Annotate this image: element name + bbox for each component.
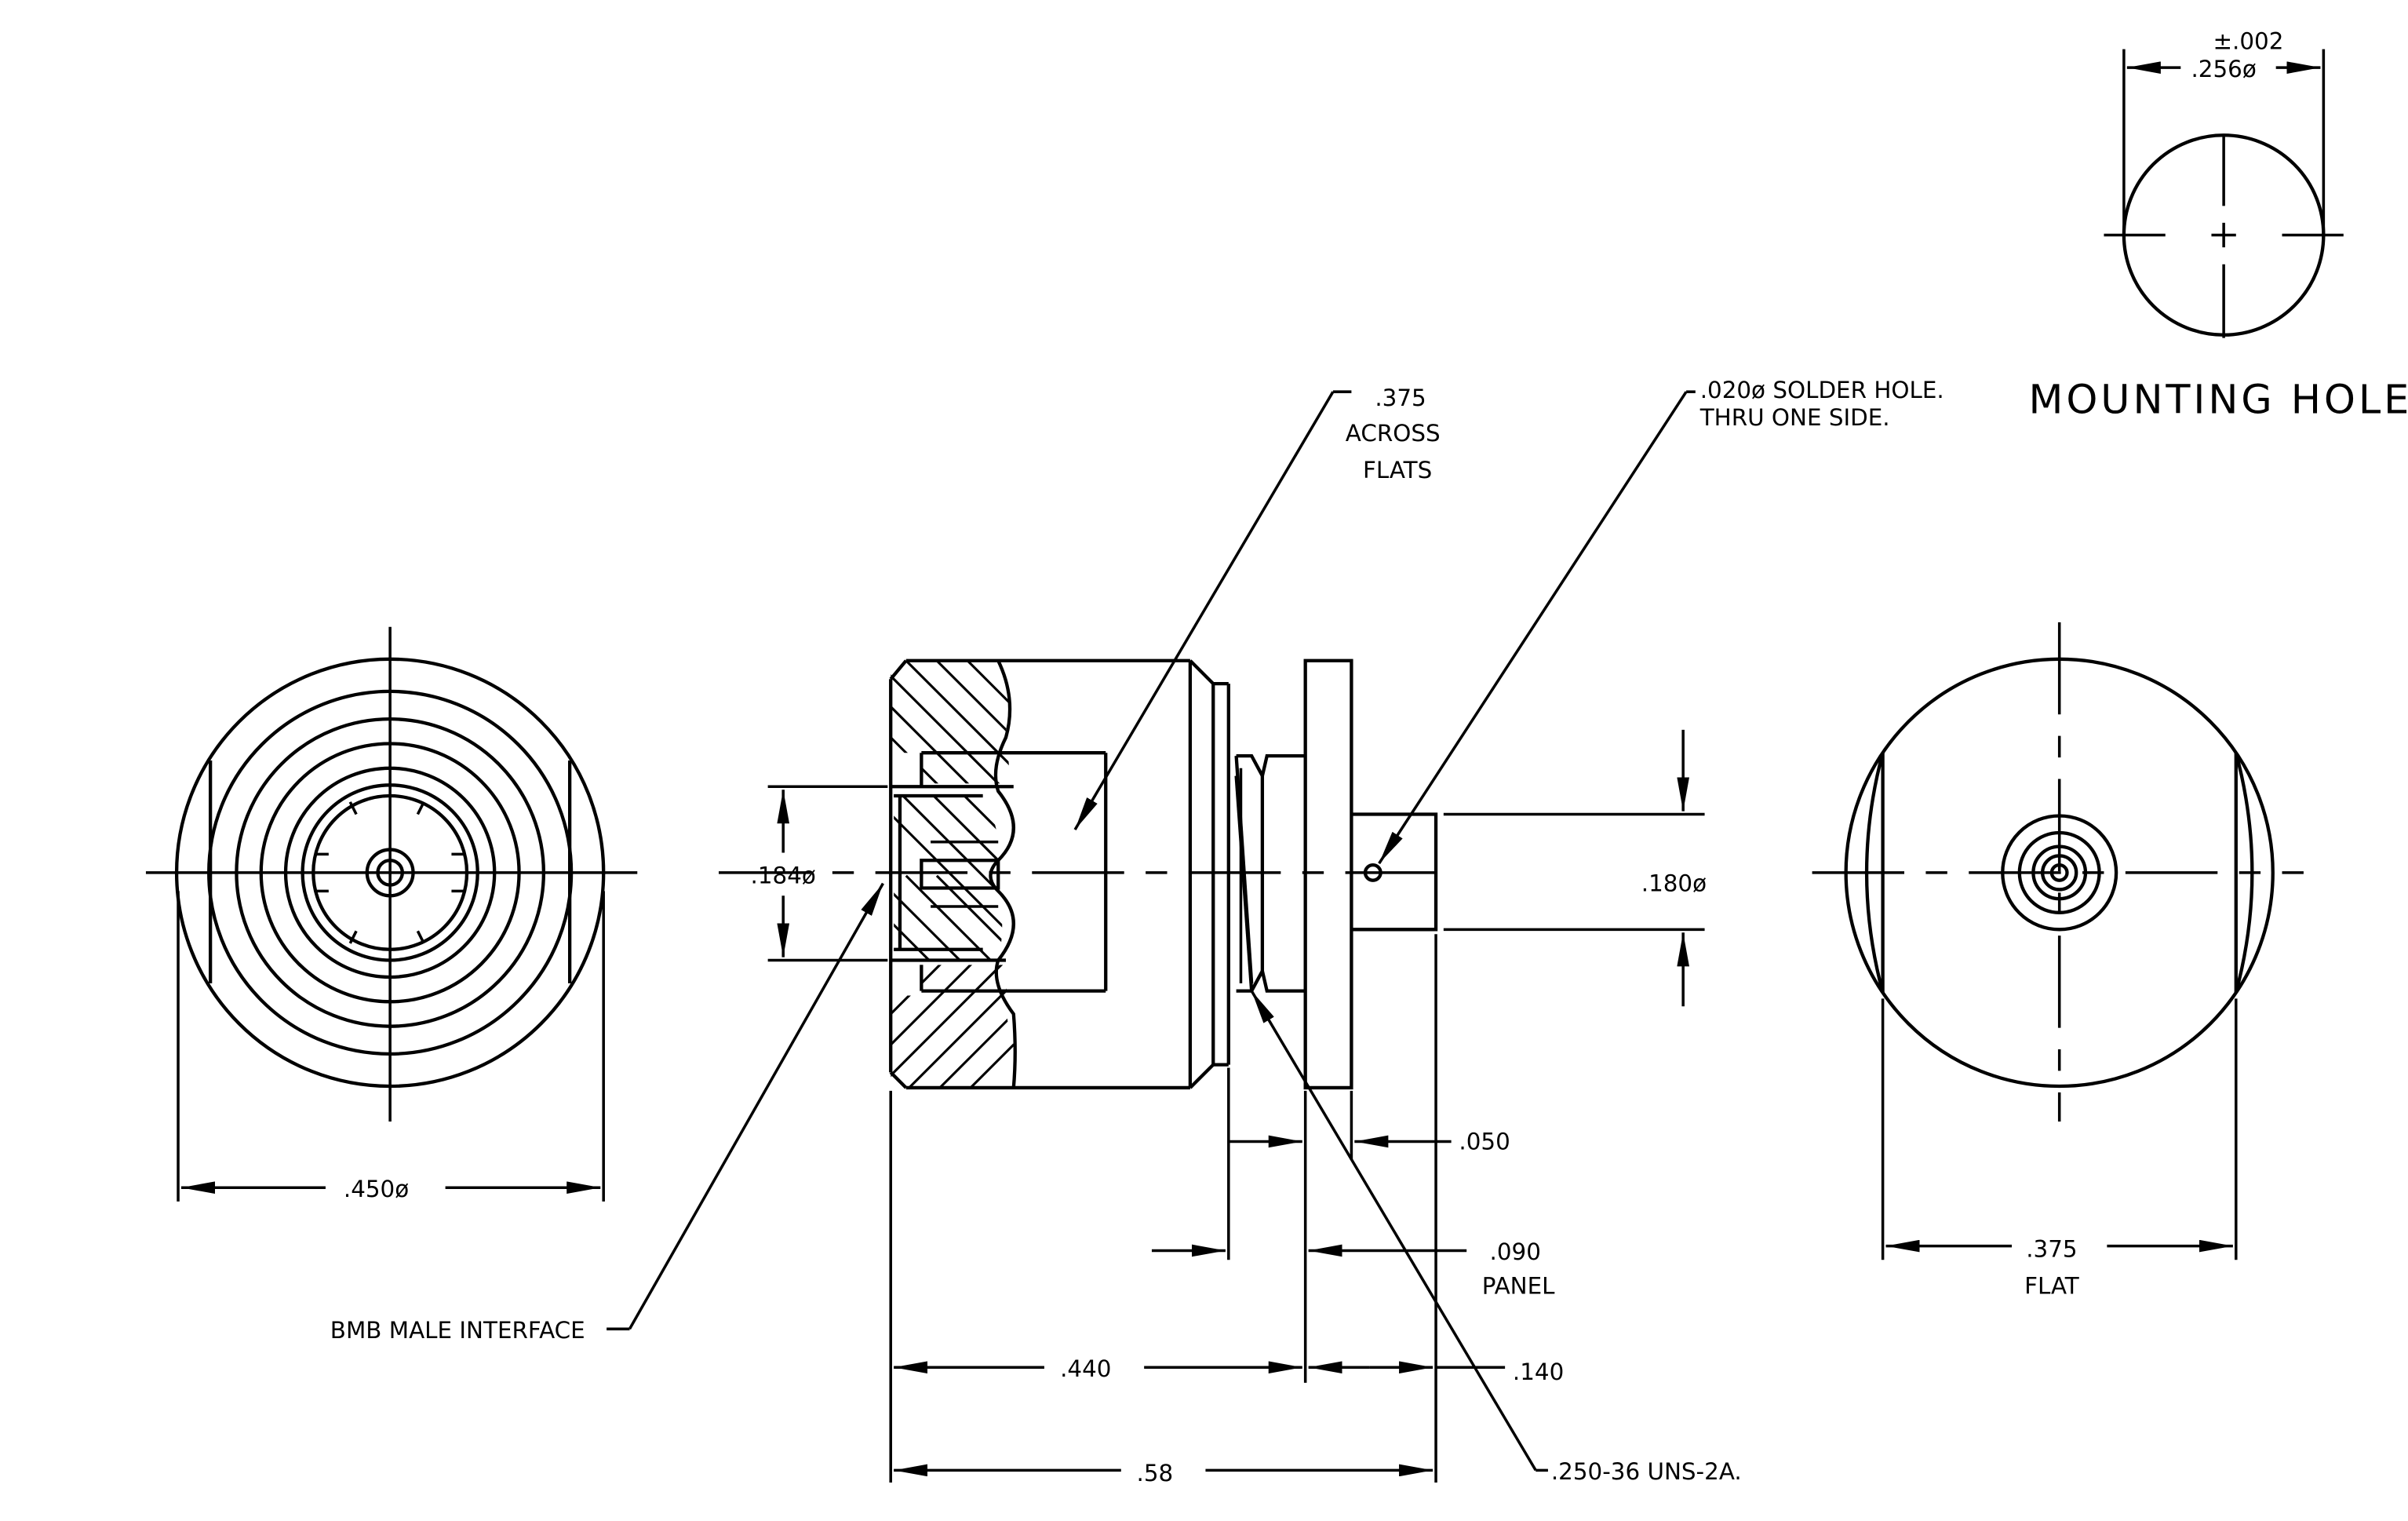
bmb-interface-label: BMB MALE INTERFACE [330,1317,585,1344]
mounting-diameter-label: .256ø [2191,56,2256,82]
dimension-450-label: .450ø [344,1176,409,1202]
solder-hole-label-2: THRU ONE SIDE. [1699,404,1890,431]
dimension-58-label: .58 [1137,1460,1174,1486]
rear-view-right: .375 FLAT [1812,622,2304,1299]
flat-dimension-label: FLAT [2024,1272,2080,1299]
dimension-180-label: .180ø [1641,870,1707,896]
mounting-hole-title: MOUNTING HOLE [2029,378,2408,424]
mounting-hole-view: ±.002 .256ø MOUNTING HOLE [2029,28,2408,424]
dimension-440-label: .440 [1060,1355,1111,1382]
across-flats-label-2: FLATS [1363,457,1432,483]
dimension-090-label: .090 [1490,1238,1541,1265]
front-view-left: .450ø [145,626,638,1202]
side-section-view: .184ø .180ø .050 .090 PANEL .440 .140 [330,377,1944,1486]
across-flats-label-1: ACROSS [1346,420,1441,447]
dimension-140-label: .140 [1513,1359,1564,1385]
tolerance-label: ±.002 [2213,28,2283,55]
dimension-050-label: .050 [1459,1128,1510,1154]
flat-dimension-value: .375 [2026,1235,2077,1262]
thread-spec-label: .250-36 UNS-2A. [1551,1458,1742,1485]
solder-hole-label-1: .020ø SOLDER HOLE. [1700,377,1944,403]
dimension-184-label: .184ø [751,863,816,889]
across-flats-value: .375 [1375,385,1426,411]
panel-label: PANEL [1482,1272,1555,1299]
